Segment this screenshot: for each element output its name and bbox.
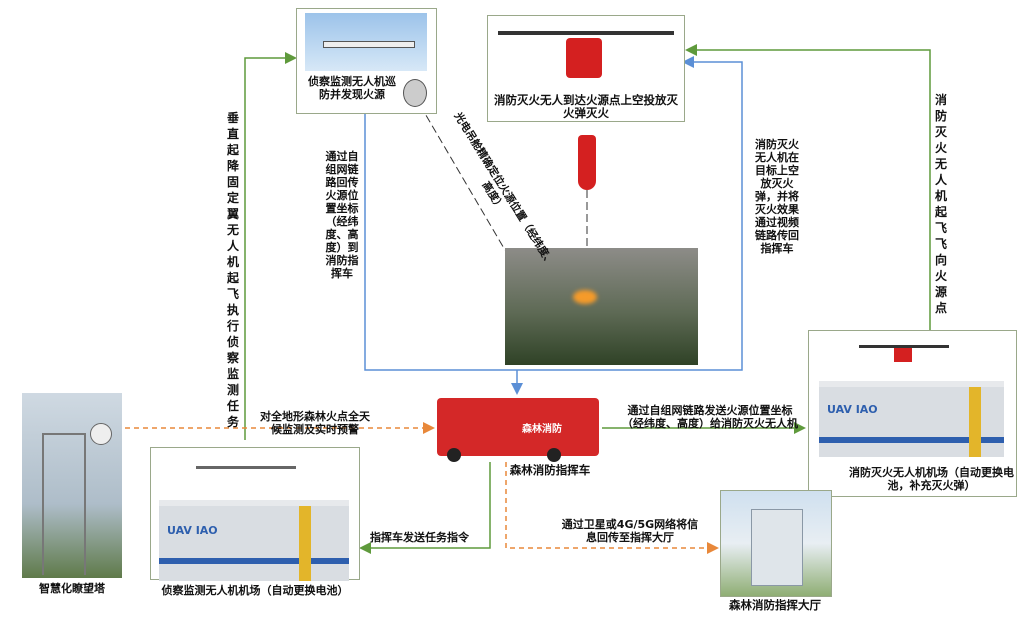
task-command-label: 指挥车发送任务指令 bbox=[370, 531, 469, 544]
fire-drone-node: 消防灭火无人到达火源点上空投放灭火弹灭火 bbox=[487, 15, 685, 122]
vtol-takeoff-label: 垂直起降固定翼无人机起飞执行侦察监测任务 bbox=[226, 111, 239, 429]
relay-coords-label: 通过自组网链路回传火源位置坐标（经纬度、高度）到消防指挥车 bbox=[325, 150, 359, 280]
command-vehicle-image: 森林消防 bbox=[437, 398, 599, 462]
uav-logo: UAV IAO bbox=[827, 403, 878, 416]
tower-structure-icon bbox=[42, 433, 86, 575]
fixed-wing-drone-icon bbox=[323, 41, 415, 48]
send-coords-label: 通过自组网链路发送火源位置坐标（经纬度、高度）给消防灭火无人机 bbox=[622, 404, 798, 430]
watchtower-label: 智慧化瞭望塔 bbox=[39, 582, 105, 595]
vehicle-side-text: 森林消防 bbox=[522, 424, 562, 435]
recon-drone-station-image: UAV IAO bbox=[159, 500, 349, 581]
recon-drone-station-node: UAV IAO bbox=[150, 447, 360, 581]
command-hall-label: 森林消防指挥大厅 bbox=[729, 598, 821, 612]
fixed-wing-drone-icon bbox=[196, 466, 296, 469]
fire-drone-station-node: UAV IAO 消防灭火无人机机场（自动更换电池，补充灭火弹） bbox=[808, 330, 1017, 497]
recon-drone-image bbox=[305, 13, 427, 71]
fire-drone-station-image: UAV IAO bbox=[819, 381, 1004, 457]
building-icon bbox=[751, 509, 803, 586]
task-command-arrow bbox=[359, 462, 491, 554]
vtol-takeoff-arrow bbox=[244, 52, 297, 440]
fire-bomb-pod-icon bbox=[566, 38, 602, 78]
gimbal-line bbox=[419, 104, 506, 251]
gimbal-camera-icon bbox=[403, 79, 427, 107]
forest-fire-image bbox=[505, 248, 698, 365]
satellite-relay-label: 通过卫星或4G/5G网络将信息回传至指挥大厅 bbox=[561, 518, 699, 544]
drop-feedback-label: 消防灭火无人机在目标上空放灭火弹，并将灭火效果通过视频链路传回指挥车 bbox=[755, 138, 799, 255]
dish-icon bbox=[90, 423, 112, 445]
recon-drone-node: 侦察监测无人机巡防并发现火源 bbox=[296, 8, 437, 114]
uav-logo: UAV IAO bbox=[167, 524, 218, 537]
fire-drone-label: 消防灭火无人到达火源点上空投放灭火弹灭火 bbox=[494, 93, 678, 120]
fire-drone-takeoff-label: 消防灭火无人机起飞飞向火源点 bbox=[934, 93, 947, 315]
command-hall-image bbox=[720, 490, 832, 597]
fire-bomb-icon bbox=[578, 135, 596, 190]
fire-drone-icon bbox=[859, 345, 949, 348]
flame-icon bbox=[573, 290, 597, 304]
command-vehicle-label: 森林消防指挥车 bbox=[509, 463, 591, 477]
recon-drone-station-label: 侦察监测无人机机场（自动更换电池） bbox=[161, 584, 349, 597]
relay-line bbox=[364, 56, 743, 371]
tower-monitor-label: 对全地形森林火点全天候监测及实时预警 bbox=[260, 410, 370, 436]
recon-drone-label: 侦察监测无人机巡防并发现火源 bbox=[308, 75, 396, 101]
fire-drone-station-label: 消防灭火无人机机场（自动更换电池，补充灭火弹） bbox=[849, 466, 1014, 492]
fire-drone-takeoff-arrow bbox=[685, 44, 931, 330]
watchtower-image bbox=[22, 393, 122, 578]
multirotor-drone-icon bbox=[498, 31, 674, 35]
satellite-relay-arrow bbox=[505, 462, 719, 554]
